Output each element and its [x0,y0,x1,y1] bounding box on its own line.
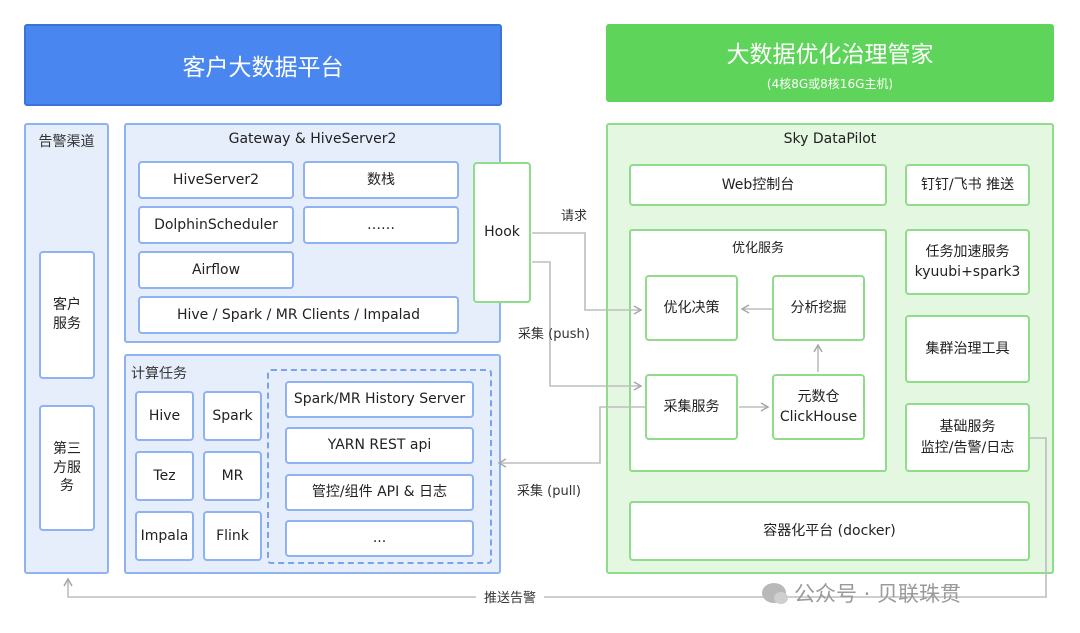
engine-label: Impala [140,527,189,544]
alert-item-third-party: 第三方服务 [39,405,95,531]
hook-label: Hook [484,224,520,241]
task-acceleration: 任务加速服务 kyuubi+spark3 [905,229,1030,295]
engine-label: Flink [216,527,249,544]
opt-service-title: 优化服务 [731,241,784,256]
edge-label-push-alert: 推送告警 [476,587,545,606]
edge-label-request: 请求 [561,209,588,224]
gateway-item-shuzhan: 数栈 [303,161,459,199]
customer-platform-header: 客户大数据平台 [24,24,502,106]
web-console: Web控制台 [629,164,887,206]
engine-label: Tez [153,467,176,484]
source-label: 管控/组件 API & 日志 [311,484,448,501]
optimizer-subtitle: (4核8G或8核16G主机) [766,76,894,91]
gateway-item-label: HiveServer2 [172,171,260,188]
opt-decision: 优化决策 [645,275,738,341]
customer-platform-title: 客户大数据平台 [182,55,344,81]
source-history-server: Spark/MR History Server [285,381,474,418]
alert-item-label: 第三方服务 [53,440,81,495]
alert-channel-title: 告警渠道 [38,134,95,150]
hook-box: Hook [473,162,531,303]
datapilot-title: Sky DataPilot [783,131,877,147]
engine-label: MR [221,467,244,484]
metastore-label: 元数仓 [797,388,840,405]
container-platform: 容器化平台 (docker) [629,501,1030,561]
optimizer-header: 大数据优化治理管家 (4核8G或8核16G主机) [606,24,1054,102]
gateway-title: Gateway & HiveServer2 [228,131,397,147]
notify-push: 钉钉/飞书 推送 [905,164,1030,206]
engine-tez: Tez [135,451,194,501]
source-label: ... [372,530,387,547]
optimizer-title: 大数据优化治理管家 [726,41,934,68]
watermark-text: 公众号 · 贝联珠贯 [794,582,962,606]
base-services: 基础服务 监控/告警/日志 [905,403,1030,472]
base-services-label: 基础服务 [939,419,996,436]
analysis-mining-label: 分析挖掘 [790,299,847,316]
gateway-item-dolphinscheduler: DolphinScheduler [138,206,294,244]
cluster-tools-label: 集群治理工具 [925,340,1010,357]
gateway-item-more: …… [303,206,459,244]
compute-title: 计算任务 [131,366,187,382]
engine-impala: Impala [135,511,194,561]
gateway-item-clients: Hive / Spark / MR Clients / Impalad [138,296,459,334]
gateway-item-label: 数栈 [367,171,395,188]
gateway-item-label: Hive / Spark / MR Clients / Impalad [176,306,421,323]
kyuubi-spark-label: kyuubi+spark3 [914,264,1021,280]
edge-label-collect-pull: 采集 (pull) [517,484,581,499]
source-yarn-rest: YARN REST api [285,427,474,464]
alert-item-customer-service: 客户服务 [39,251,95,379]
engine-spark: Spark [203,391,262,441]
metastore-clickhouse: 元数仓 ClickHouse [772,374,865,440]
source-label: Spark/MR History Server [293,391,466,408]
edge-label-collect-push: 采集 (push) [518,327,590,342]
alert-item-label: 客户服务 [53,297,81,332]
source-label: YARN REST api [327,437,432,454]
clickhouse-label: ClickHouse [779,409,858,425]
wechat-icon [762,583,788,604]
engine-label: Hive [148,407,181,424]
gateway-item-label: …… [367,216,395,233]
collect-service: 采集服务 [645,374,738,440]
web-console-label: Web控制台 [721,176,795,193]
opt-decision-label: 优化决策 [663,299,720,316]
source-control-api: 管控/组件 API & 日志 [285,474,474,511]
engine-mr: MR [203,451,262,501]
monitoring-label: 监控/告警/日志 [920,439,1015,456]
collect-service-label: 采集服务 [663,398,720,415]
cluster-governance-tools: 集群治理工具 [905,315,1030,383]
engine-hive: Hive [135,391,194,441]
gateway-item-label: DolphinScheduler [154,216,278,233]
gateway-item-airflow: Airflow [138,251,294,289]
notify-push-label: 钉钉/飞书 推送 [920,176,1015,193]
watermark: 公众号 · 贝联珠贯 [762,578,961,608]
task-acceleration-label: 任务加速服务 [925,243,1010,260]
gateway-item-hiveserver2: HiveServer2 [138,161,294,199]
analysis-mining: 分析挖掘 [772,275,865,341]
container-platform-label: 容器化平台 (docker) [763,522,896,539]
gateway-item-label: Airflow [191,261,241,278]
engine-flink: Flink [203,511,262,561]
engine-label: Spark [212,407,253,424]
source-more: ... [285,520,474,557]
